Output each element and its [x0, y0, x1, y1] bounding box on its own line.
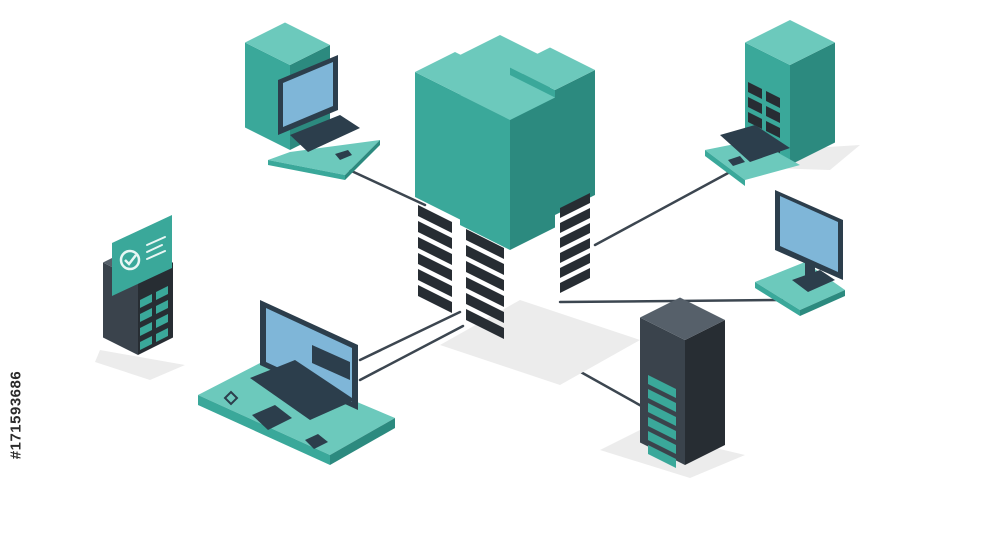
- large-workstation: [198, 300, 395, 465]
- network-nodes: [103, 20, 845, 468]
- monitor-station: [755, 190, 845, 316]
- storage-rack: [640, 298, 725, 469]
- link-tower-with-keyboard: [595, 172, 730, 245]
- hub-tower-front: [460, 73, 555, 251]
- server-cluster: [415, 35, 595, 339]
- stock-image-id: #171593686: [4, 300, 28, 530]
- terminal-shadow: [95, 350, 185, 380]
- desktop-workstation: [245, 23, 380, 181]
- link-desktop-workstation: [345, 168, 425, 205]
- link-monitor-station: [560, 300, 782, 302]
- stock-image-id-text: #171593686: [8, 371, 25, 459]
- checklist-terminal: [103, 215, 173, 355]
